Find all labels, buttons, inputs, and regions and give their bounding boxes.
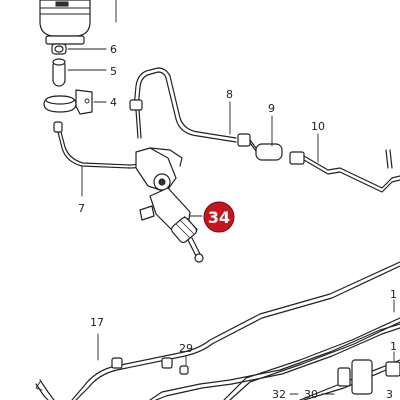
label-5: 5 [110, 65, 117, 78]
label-17: 17 [90, 316, 104, 329]
label-6: 6 [110, 43, 117, 56]
label-30: 30 [304, 388, 318, 400]
pipe-part-8 [129, 67, 237, 143]
fluid-reservoir [39, 0, 91, 45]
clutch-master-cylinder [135, 147, 204, 263]
label-3: 3 [386, 388, 393, 400]
hose-part-10 [289, 149, 400, 193]
callout-34[interactable]: 34 [203, 201, 235, 233]
callout-number: 34 [208, 208, 230, 227]
label-1-lower: 1 [390, 340, 397, 353]
label-8: 8 [226, 88, 233, 101]
clamp-part-6 [51, 43, 67, 55]
pipe-part-7 [53, 121, 149, 169]
callout-badge[interactable] [203, 201, 235, 233]
lower-pipes [35, 261, 400, 400]
label-10: 10 [311, 120, 325, 133]
label-4: 4 [110, 96, 117, 109]
label-29: 29 [179, 342, 193, 355]
bracket-part-4 [43, 89, 93, 115]
connector-part-9 [237, 133, 283, 161]
label-32: 32 [272, 388, 286, 400]
label-1-upper: 1 [390, 288, 397, 301]
label-9: 9 [268, 102, 275, 115]
label-7: 7 [78, 202, 85, 215]
hose-part-5 [52, 58, 66, 87]
